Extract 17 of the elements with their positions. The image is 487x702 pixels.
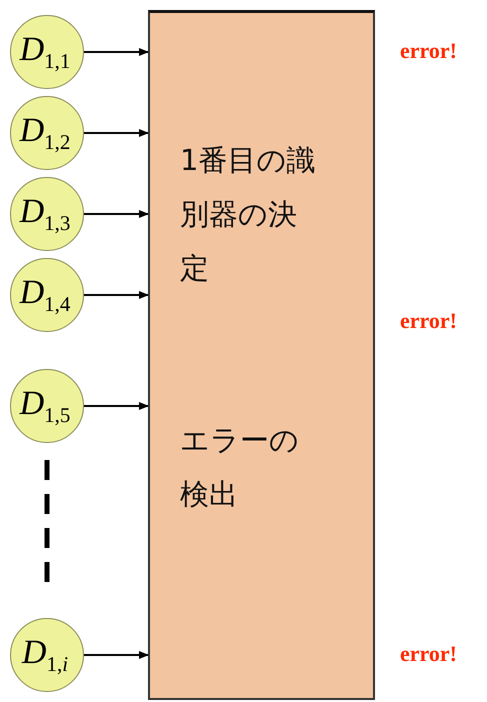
arrow bbox=[84, 210, 149, 218]
node-label: D$_{1,1}$ bbox=[20, 32, 72, 72]
node-label: D$_{1,5}$ bbox=[20, 386, 72, 426]
node-label: D$_{1,2}$ bbox=[20, 114, 72, 152]
node-label: D$_{1,3}$ bbox=[20, 194, 72, 234]
node-label: D$_{1,4}$ bbox=[20, 276, 72, 314]
error-label: error! bbox=[400, 641, 457, 667]
error-label: error! bbox=[400, 308, 457, 334]
box-text: 1番目の識別器の決定 bbox=[180, 142, 316, 287]
process-box bbox=[148, 10, 375, 700]
arrow bbox=[84, 402, 149, 410]
arrow bbox=[84, 48, 149, 56]
arrow bbox=[84, 129, 149, 137]
arrow bbox=[84, 291, 149, 299]
arrow bbox=[84, 651, 149, 659]
box-text: エラーの検出 bbox=[180, 422, 300, 513]
error-label: error! bbox=[400, 38, 457, 64]
